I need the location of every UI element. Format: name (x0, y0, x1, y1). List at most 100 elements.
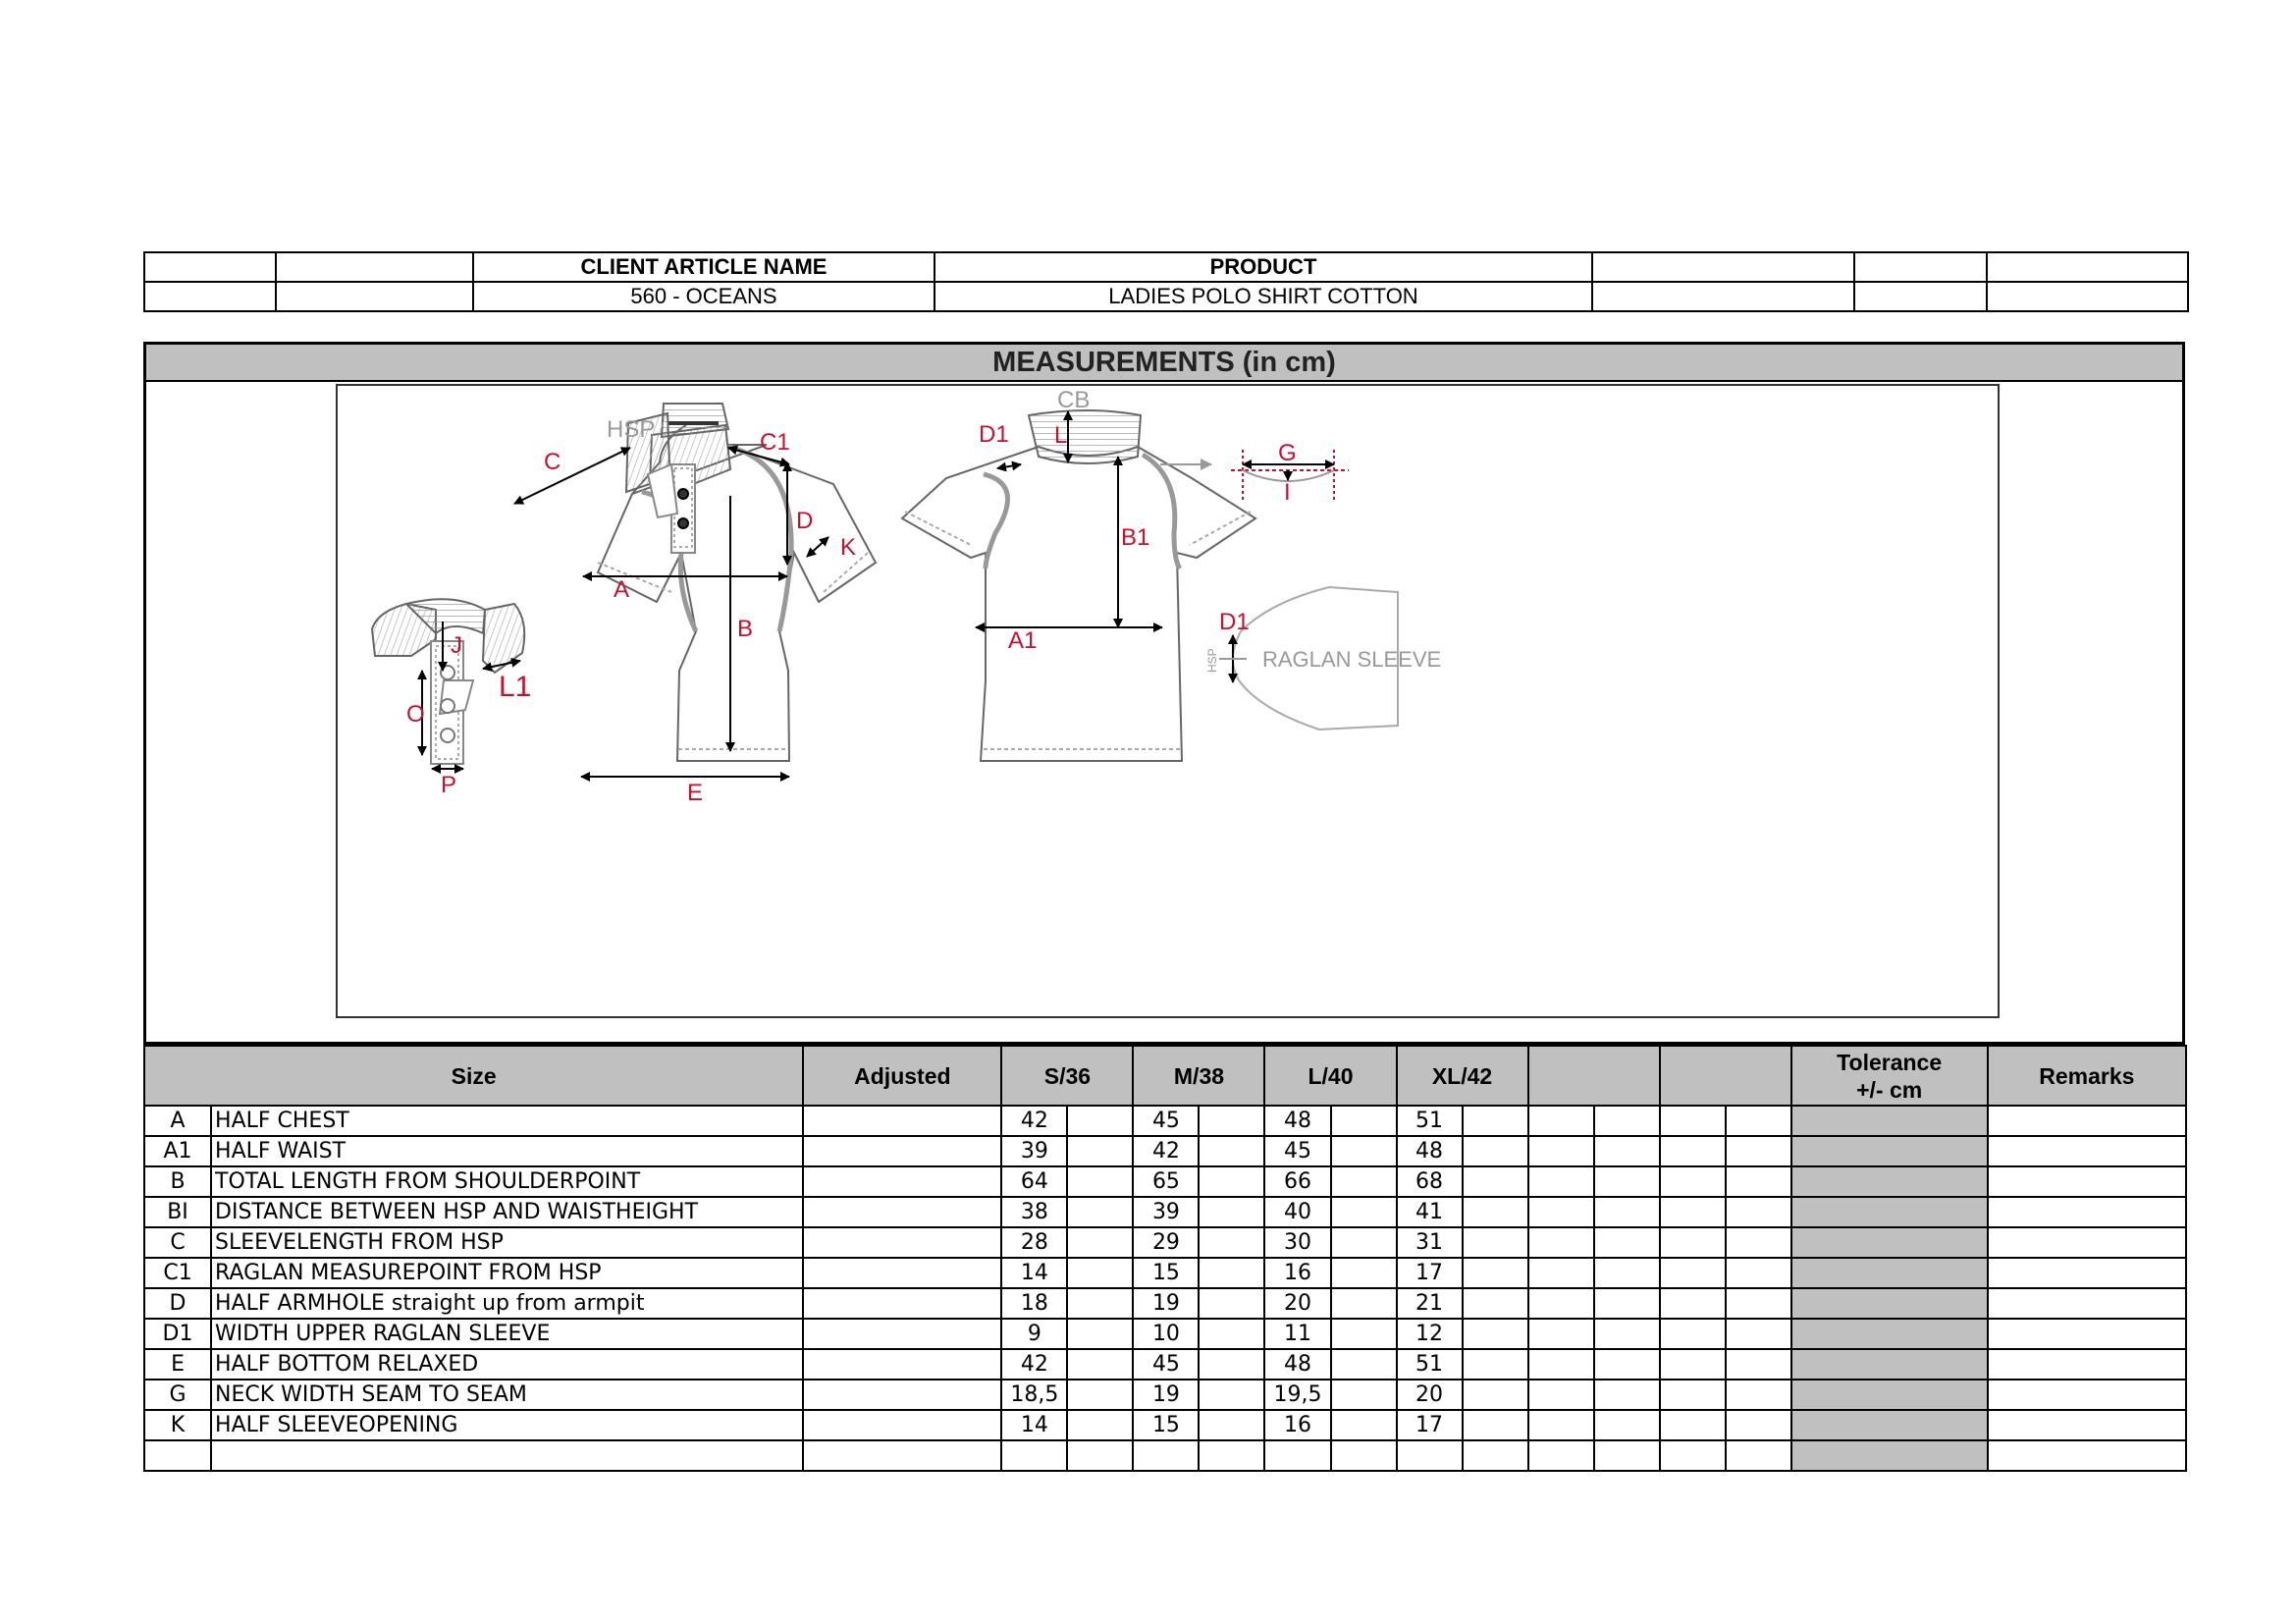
label-hsp: HSP (607, 416, 655, 443)
empty-cell (1461, 1348, 1529, 1380)
empty-cell (1526, 1348, 1595, 1380)
measure-description: TOTAL LENGTH FROM SHOULDERPOINT (210, 1165, 805, 1198)
label-d1: D1 (979, 421, 1009, 448)
back-measure-arrows (975, 410, 1212, 632)
size-m38-value: 15 (1132, 1257, 1201, 1289)
header-cell (1853, 251, 1988, 283)
empty-cell (1592, 1287, 1661, 1320)
remarks-cell (1986, 1439, 2188, 1472)
empty-cell (1329, 1409, 1398, 1441)
tolerance-cell (1789, 1409, 1989, 1441)
empty-cell (1329, 1135, 1398, 1167)
empty-cell (1724, 1165, 1792, 1198)
measure-code: C1 (142, 1257, 213, 1289)
tolerance-cell (1789, 1257, 1989, 1289)
size-xl42-value: 20 (1395, 1379, 1464, 1411)
empty-cell (1461, 1257, 1529, 1289)
empty-cell (1592, 1348, 1661, 1380)
empty-cell (1066, 1196, 1135, 1228)
empty-cell (1066, 1257, 1135, 1289)
article-header-table: CLIENT ARTICLE NAME PRODUCT 560 - OCEANS… (143, 251, 2189, 312)
empty-cell (1592, 1439, 1661, 1472)
size-spec-table: Size Adjusted S/36 M/38 L/40 XL/42 Toler… (142, 1045, 2188, 1472)
empty-cell (1724, 1318, 1792, 1350)
technical-sketch-frame: HSP C C1 D K A B E (336, 384, 2000, 1018)
empty-cell (1724, 1379, 1792, 1411)
raglan-sleeve-arrows (1219, 634, 1247, 683)
tolerance-cell (1789, 1379, 1989, 1411)
tolerance-line1: Tolerance (1837, 1049, 1943, 1075)
label-c: C (544, 449, 561, 475)
empty-cell (1724, 1257, 1792, 1289)
empty-cell (1461, 1379, 1529, 1411)
size-m38-value: 45 (1132, 1348, 1201, 1380)
adjusted-value (802, 1135, 1003, 1167)
size-s36-value: 14 (1000, 1257, 1069, 1289)
empty-cell (1198, 1105, 1266, 1137)
empty-cell (1526, 1318, 1595, 1350)
empty-cell (1724, 1196, 1792, 1228)
size-m38-value (1132, 1439, 1201, 1472)
size-s36-value: 38 (1000, 1196, 1069, 1228)
front-polo-drawing (596, 403, 878, 762)
col-m38: M/38 (1132, 1045, 1266, 1107)
size-l40-value: 66 (1263, 1165, 1332, 1198)
empty-cell (1526, 1257, 1595, 1289)
col-empty (1658, 1045, 1792, 1107)
empty-cell (1198, 1287, 1266, 1320)
empty-cell (1724, 1409, 1792, 1441)
measure-code: D1 (142, 1318, 213, 1350)
size-xl42-value: 21 (1395, 1287, 1464, 1320)
remarks-cell (1986, 1226, 2188, 1259)
remarks-cell (1986, 1135, 2188, 1167)
size-s36-value: 9 (1000, 1318, 1069, 1350)
size-m38-value: 10 (1132, 1318, 1201, 1350)
collar-detail-drawing (370, 598, 526, 765)
empty-cell (1526, 1226, 1595, 1259)
adjusted-value (802, 1196, 1003, 1228)
tolerance-cell (1789, 1105, 1989, 1137)
spec-header-row: Size Adjusted S/36 M/38 L/40 XL/42 Toler… (142, 1045, 2188, 1107)
size-l40-value: 48 (1263, 1105, 1332, 1137)
size-s36-value: 64 (1000, 1165, 1069, 1198)
size-l40-value (1263, 1439, 1332, 1472)
collar-measure-arrows (417, 622, 521, 774)
empty-cell (1461, 1105, 1529, 1137)
empty-cell (1724, 1135, 1792, 1167)
empty-cell (1658, 1135, 1727, 1167)
technical-sketch: HSP C C1 D K A B E (370, 387, 1441, 806)
tolerance-cell (1789, 1348, 1989, 1380)
measure-description: NECK WIDTH SEAM TO SEAM (210, 1379, 805, 1411)
empty-cell (1658, 1165, 1727, 1198)
empty-cell (1329, 1439, 1398, 1472)
adjusted-value (802, 1439, 1003, 1472)
adjusted-value (802, 1318, 1003, 1350)
size-m38-value: 65 (1132, 1165, 1201, 1198)
empty-cell (1526, 1409, 1595, 1441)
empty-cell (1592, 1165, 1661, 1198)
col-adjusted: Adjusted (802, 1045, 1003, 1107)
label-k: K (840, 534, 856, 561)
empty-cell (1198, 1196, 1266, 1228)
col-tolerance: Tolerance+/- cm (1789, 1045, 1989, 1107)
empty-cell (1526, 1439, 1595, 1472)
empty-cell (1329, 1226, 1398, 1259)
label-hsp-sleeve: HSP (1205, 648, 1219, 673)
size-m38-value: 29 (1132, 1226, 1201, 1259)
measure-description: HALF ARMHOLE straight up from armpit (210, 1287, 805, 1320)
empty-cell (1329, 1257, 1398, 1289)
header-cell (143, 281, 277, 312)
size-l40-value: 40 (1263, 1196, 1332, 1228)
empty-cell (1658, 1287, 1727, 1320)
empty-cell (1592, 1226, 1661, 1259)
col-size: Size (142, 1045, 805, 1107)
empty-cell (1329, 1348, 1398, 1380)
empty-cell (1592, 1409, 1661, 1441)
label-e: E (687, 780, 703, 806)
